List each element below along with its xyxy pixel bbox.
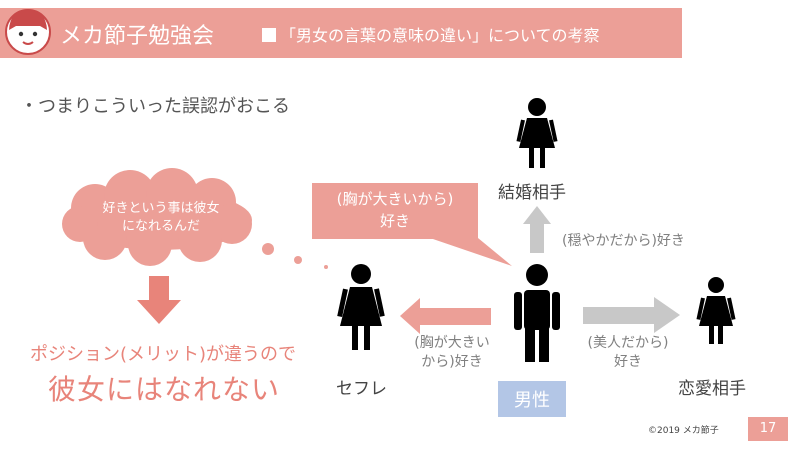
male-label-box xyxy=(498,381,566,417)
male-figure-icon xyxy=(514,264,560,362)
subtitle-text: 「男女の言葉の意味の違い」についての考察 xyxy=(280,26,600,45)
callout-line-2: 好き xyxy=(379,212,410,230)
conclusion-line-2: 彼女にはなれない xyxy=(48,373,281,406)
conclusion-line-1: ポジション(メリット)が違うので xyxy=(30,344,297,365)
arrow-label-left: (胸が大きい から)好き xyxy=(404,334,500,372)
bullet-text: ・つまりこういった誤認がおこる xyxy=(20,96,290,117)
copyright-text: ©2019 メカ節子 xyxy=(648,426,719,436)
label-marriage-partner: 結婚相手 xyxy=(498,183,566,203)
brand-title: メカ節子勉強会 xyxy=(60,24,215,49)
callout-box xyxy=(312,183,478,239)
female-figure-icon xyxy=(337,264,385,350)
up-arrow-icon xyxy=(523,206,551,253)
avatar xyxy=(5,9,51,55)
label-male: 男性 xyxy=(514,390,550,411)
page-number-box xyxy=(748,417,788,441)
thought-dot-medium xyxy=(294,256,302,264)
female-figure-icon xyxy=(516,98,558,168)
label-love-partner: 恋愛相手 xyxy=(678,379,746,399)
arrow-label-right: (美人だから) 好き xyxy=(576,334,680,372)
thought-dot-large xyxy=(262,243,274,255)
arrow-label-left-line-1: (胸が大きい xyxy=(414,335,490,351)
arrow-label-right-line-2: 好き xyxy=(614,354,642,370)
left-arrow-icon xyxy=(400,298,491,334)
right-arrow-icon xyxy=(583,297,680,333)
thought-text: 好きという事は彼女 になれるんだ xyxy=(86,200,236,236)
female-figure-icon xyxy=(696,277,736,344)
arrow-label-right-line-1: (美人だから) xyxy=(587,335,669,351)
callout-line-1: (胸が大きいから) xyxy=(336,190,454,208)
thought-line-1: 好きという事は彼女 xyxy=(102,201,220,216)
thought-cloud xyxy=(62,168,252,266)
down-arrow-icon xyxy=(137,276,181,324)
header-subtitle: 「男女の言葉の意味の違い」についての考察 xyxy=(262,22,600,46)
arrow-label-up: (穏やかだから)好き xyxy=(562,233,685,249)
square-bullet-icon xyxy=(262,28,276,42)
arrow-label-left-line-2: から)好き xyxy=(421,354,483,370)
callout-text: (胸が大きいから) 好き xyxy=(312,188,478,232)
thought-line-2: になれるんだ xyxy=(121,219,200,234)
thought-dot-small xyxy=(324,265,328,269)
label-sefure: セフレ xyxy=(336,379,387,399)
header-bar xyxy=(0,8,682,58)
page-number: 17 xyxy=(759,421,777,436)
callout-tail xyxy=(430,238,512,266)
